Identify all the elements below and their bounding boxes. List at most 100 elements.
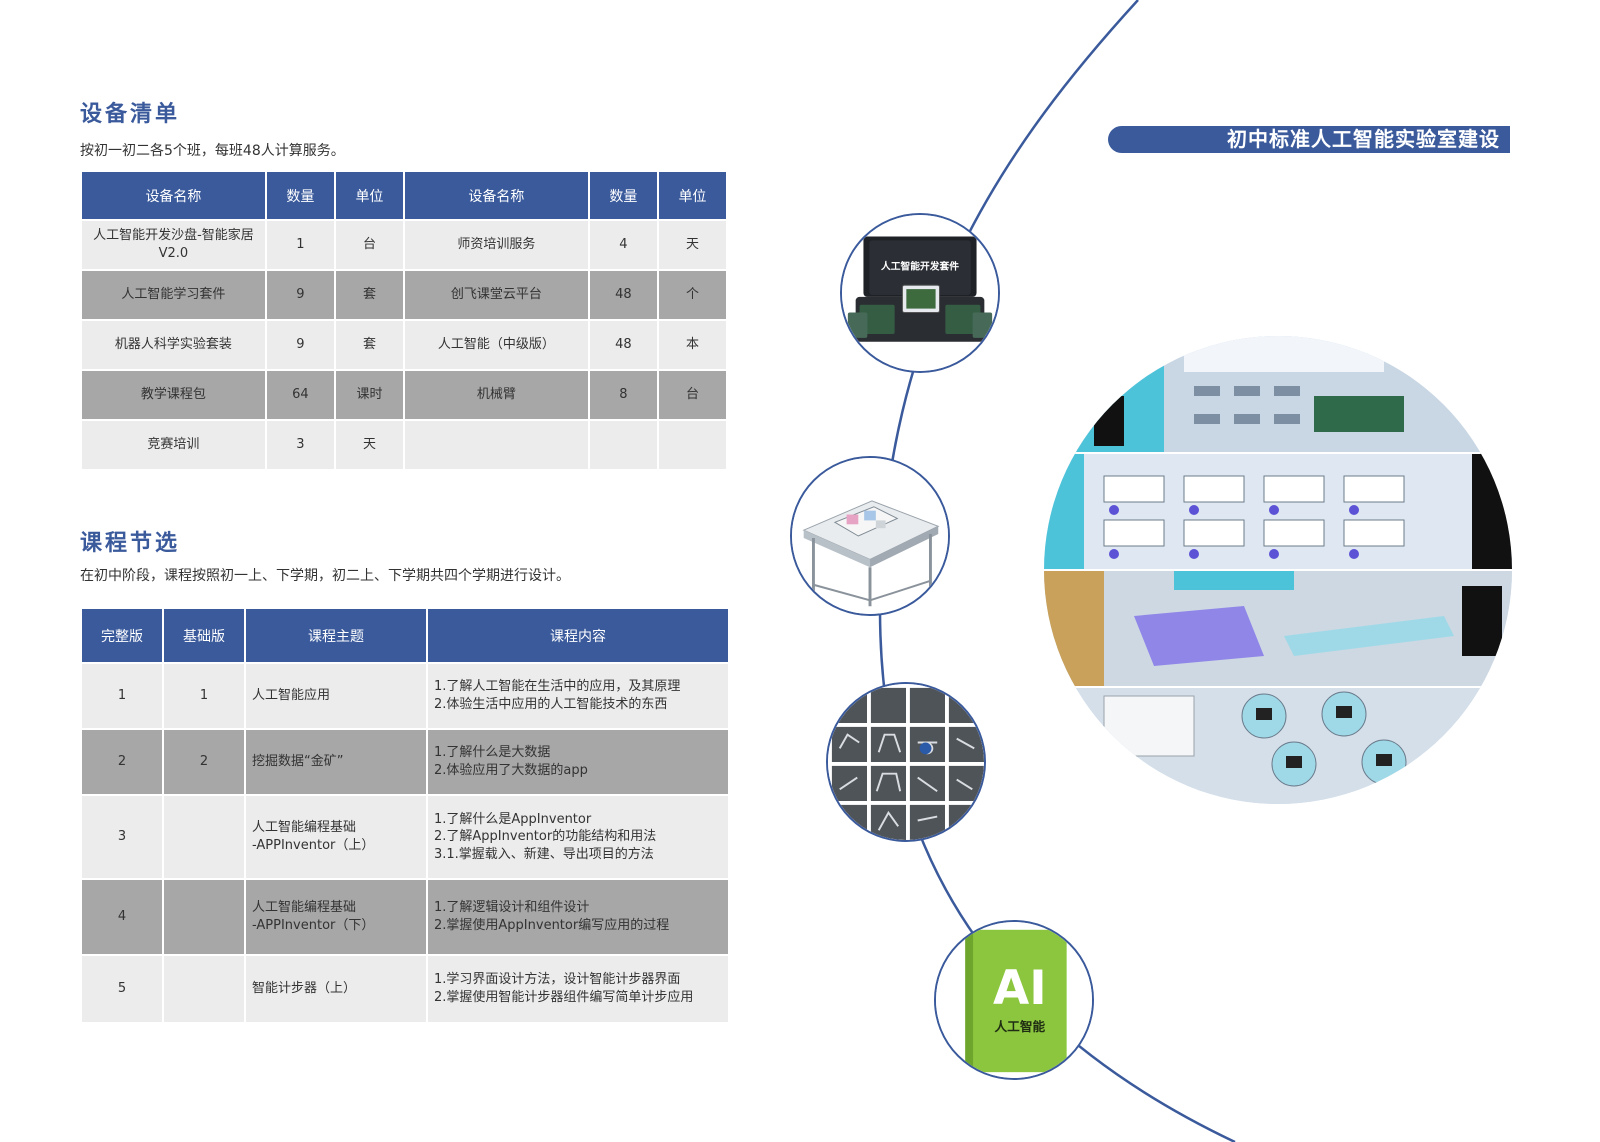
lab-rendering-image	[1044, 336, 1512, 804]
course-header-full: 完整版	[82, 609, 162, 662]
table-row: 3 人工智能编程基础 -APPInventor（上） 1.了解什么是AppInv…	[82, 796, 728, 878]
course-full-cell: 4	[82, 880, 162, 954]
equipment-header-qty-2: 数量	[589, 172, 657, 219]
equipment-cell: 1	[266, 221, 334, 269]
course-full-cell: 3	[82, 796, 162, 878]
equipment-cell	[658, 421, 726, 469]
robot-kits-image	[826, 682, 986, 842]
equipment-description: 按初一初二各5个班，每班48人计算服务。	[80, 143, 345, 159]
equipment-cell: 64	[266, 371, 334, 419]
lab-rendering-illustration	[1044, 336, 1512, 804]
equipment-cell: 天	[658, 221, 726, 269]
ai-kit-case-illustration: 人工智能开发套件	[842, 215, 998, 371]
table-row: 人工智能开发沙盘-智能家居V2.0 1 台 师资培训服务 4 天	[82, 221, 726, 269]
equipment-cell: 4	[589, 221, 657, 269]
equipment-cell: 套	[335, 321, 403, 369]
ai-textbook-illustration: AI 人工智能	[936, 922, 1092, 1078]
equipment-header-unit-2: 单位	[658, 172, 726, 219]
course-topic-line: 人工智能应用	[252, 688, 331, 704]
equipment-cell: 个	[658, 271, 726, 319]
equipment-cell: 3	[266, 421, 334, 469]
course-title: 课程节选	[80, 531, 181, 556]
equipment-cell: 48	[589, 321, 657, 369]
course-header-topic: 课程主题	[246, 609, 426, 662]
table-row: 机器人科学实验套装 9 套 人工智能（中级版） 48 本	[82, 321, 726, 369]
equipment-cell: 9	[266, 321, 334, 369]
course-topic-line: 智能计步器（上）	[252, 981, 357, 997]
equipment-cell: 人工智能学习套件	[82, 271, 265, 319]
course-basic-cell	[164, 956, 244, 1022]
equipment-cell: 人工智能开发沙盘-智能家居V2.0	[82, 221, 265, 269]
equipment-header-unit-1: 单位	[335, 172, 403, 219]
equipment-cell: 天	[335, 421, 403, 469]
table-row: 2 2 挖掘数据“金矿” 1.了解什么是大数据 2.体验应用了大数据的app	[82, 730, 728, 794]
course-content-cell: 1.了解人工智能在生活中的应用，及其原理 2.体验生活中应用的人工智能技术的东西	[428, 664, 728, 728]
equipment-title: 设备清单	[80, 102, 181, 127]
course-topic-line: 挖掘数据“金矿”	[252, 754, 344, 770]
equipment-cell	[404, 421, 588, 469]
course-content-line: 2.掌握使用智能计步器组件编写简单计步应用	[434, 990, 694, 1005]
course-content-line: 1.了解什么是AppInventor	[434, 811, 592, 827]
course-basic-cell: 1	[164, 664, 244, 728]
equipment-cell: 创飞课堂云平台	[404, 271, 588, 319]
ai-kit-case-image: 人工智能开发套件	[840, 213, 1000, 373]
course-topic-line: 人工智能编程基础	[252, 900, 357, 916]
equipment-cell: 本	[658, 321, 726, 369]
equipment-cell: 8	[589, 371, 657, 419]
course-content-line: 1.了解什么是大数据	[434, 745, 551, 761]
course-basic-cell	[164, 796, 244, 878]
course-content-line: 2.体验生活中应用的人工智能技术的东西	[434, 697, 668, 712]
course-topic-line: -APPInventor（上）	[252, 838, 375, 853]
robot-kits-illustration	[828, 684, 984, 840]
equipment-cell: 竞赛培训	[82, 421, 265, 469]
ai-textbook-image: AI 人工智能	[934, 920, 1094, 1080]
table-row: 1 1 人工智能应用 1.了解人工智能在生活中的应用，及其原理 2.体验生活中应…	[82, 664, 728, 728]
course-content-cell: 1.了解什么是大数据 2.体验应用了大数据的app	[428, 730, 728, 794]
course-topic-cell: 人工智能编程基础 -APPInventor（上）	[246, 796, 426, 878]
equipment-cell: 台	[658, 371, 726, 419]
equipment-cell: 人工智能（中级版）	[404, 321, 588, 369]
course-content-cell: 1.了解什么是AppInventor 2.了解AppInventor的功能结构和…	[428, 796, 728, 878]
course-content-cell: 1.了解逻辑设计和组件设计 2.掌握使用AppInventor编写应用的过程	[428, 880, 728, 954]
equipment-cell: 教学课程包	[82, 371, 265, 419]
course-content-line: 2.体验应用了大数据的app	[434, 763, 588, 778]
course-full-cell: 5	[82, 956, 162, 1022]
course-content-cell: 1.学习界面设计方法，设计智能计步器界面 2.掌握使用智能计步器组件编写简单计步…	[428, 956, 728, 1022]
course-content-line: 2.了解AppInventor的功能结构和用法	[434, 829, 657, 845]
equipment-cell: 师资培训服务	[404, 221, 588, 269]
smart-home-sandbox-illustration	[792, 458, 948, 614]
equipment-cell: 台	[335, 221, 403, 269]
equipment-header-row: 设备名称 数量 单位 设备名称 数量 单位	[82, 172, 726, 219]
equipment-cell: 9	[266, 271, 334, 319]
table-row: 5 智能计步器（上） 1.学习界面设计方法，设计智能计步器界面 2.掌握使用智能…	[82, 956, 728, 1022]
course-content-line: 3.1.掌握载入、新建、导出项目的方法	[434, 846, 654, 862]
course-header-content: 课程内容	[428, 609, 728, 662]
table-row: 竞赛培训 3 天	[82, 421, 726, 469]
course-topic-cell: 人工智能应用	[246, 664, 426, 728]
kit-case-label: 人工智能开发套件	[881, 260, 959, 273]
course-topic-cell: 智能计步器（上）	[246, 956, 426, 1022]
equipment-cell: 机械臂	[404, 371, 588, 419]
course-full-cell: 1	[82, 664, 162, 728]
equipment-cell: 课时	[335, 371, 403, 419]
lab-construction-banner: 初中标准人工智能实验室建设	[1108, 126, 1510, 153]
book-title: 人工智能	[995, 1019, 1046, 1034]
course-table: 完整版 基础版 课程主题 课程内容 1 1 人工智能应用 1.了解人工智能在生活…	[80, 607, 730, 1024]
course-header-basic: 基础版	[164, 609, 244, 662]
book-logo: AI	[993, 962, 1047, 1016]
equipment-header-name-2: 设备名称	[404, 172, 588, 219]
course-content-line: 1.学习界面设计方法，设计智能计步器界面	[434, 972, 681, 988]
course-topic-line: 人工智能编程基础	[252, 820, 357, 836]
smart-home-sandbox-image	[790, 456, 950, 616]
course-topic-line: -APPInventor（下）	[252, 918, 375, 933]
course-content-line: 2.掌握使用AppInventor编写应用的过程	[434, 918, 670, 933]
table-row: 教学课程包 64 课时 机械臂 8 台	[82, 371, 726, 419]
equipment-table: 设备名称 数量 单位 设备名称 数量 单位 人工智能开发沙盘-智能家居V2.0 …	[80, 170, 728, 471]
equipment-cell: 套	[335, 271, 403, 319]
course-topic-cell: 人工智能编程基础 -APPInventor（下）	[246, 880, 426, 954]
course-topic-cell: 挖掘数据“金矿”	[246, 730, 426, 794]
table-row: 4 人工智能编程基础 -APPInventor（下） 1.了解逻辑设计和组件设计…	[82, 880, 728, 954]
equipment-header-name-1: 设备名称	[82, 172, 265, 219]
course-description: 在初中阶段，课程按照初一上、下学期，初二上、下学期共四个学期进行设计。	[80, 568, 570, 584]
course-header-row: 完整版 基础版 课程主题 课程内容	[82, 609, 728, 662]
